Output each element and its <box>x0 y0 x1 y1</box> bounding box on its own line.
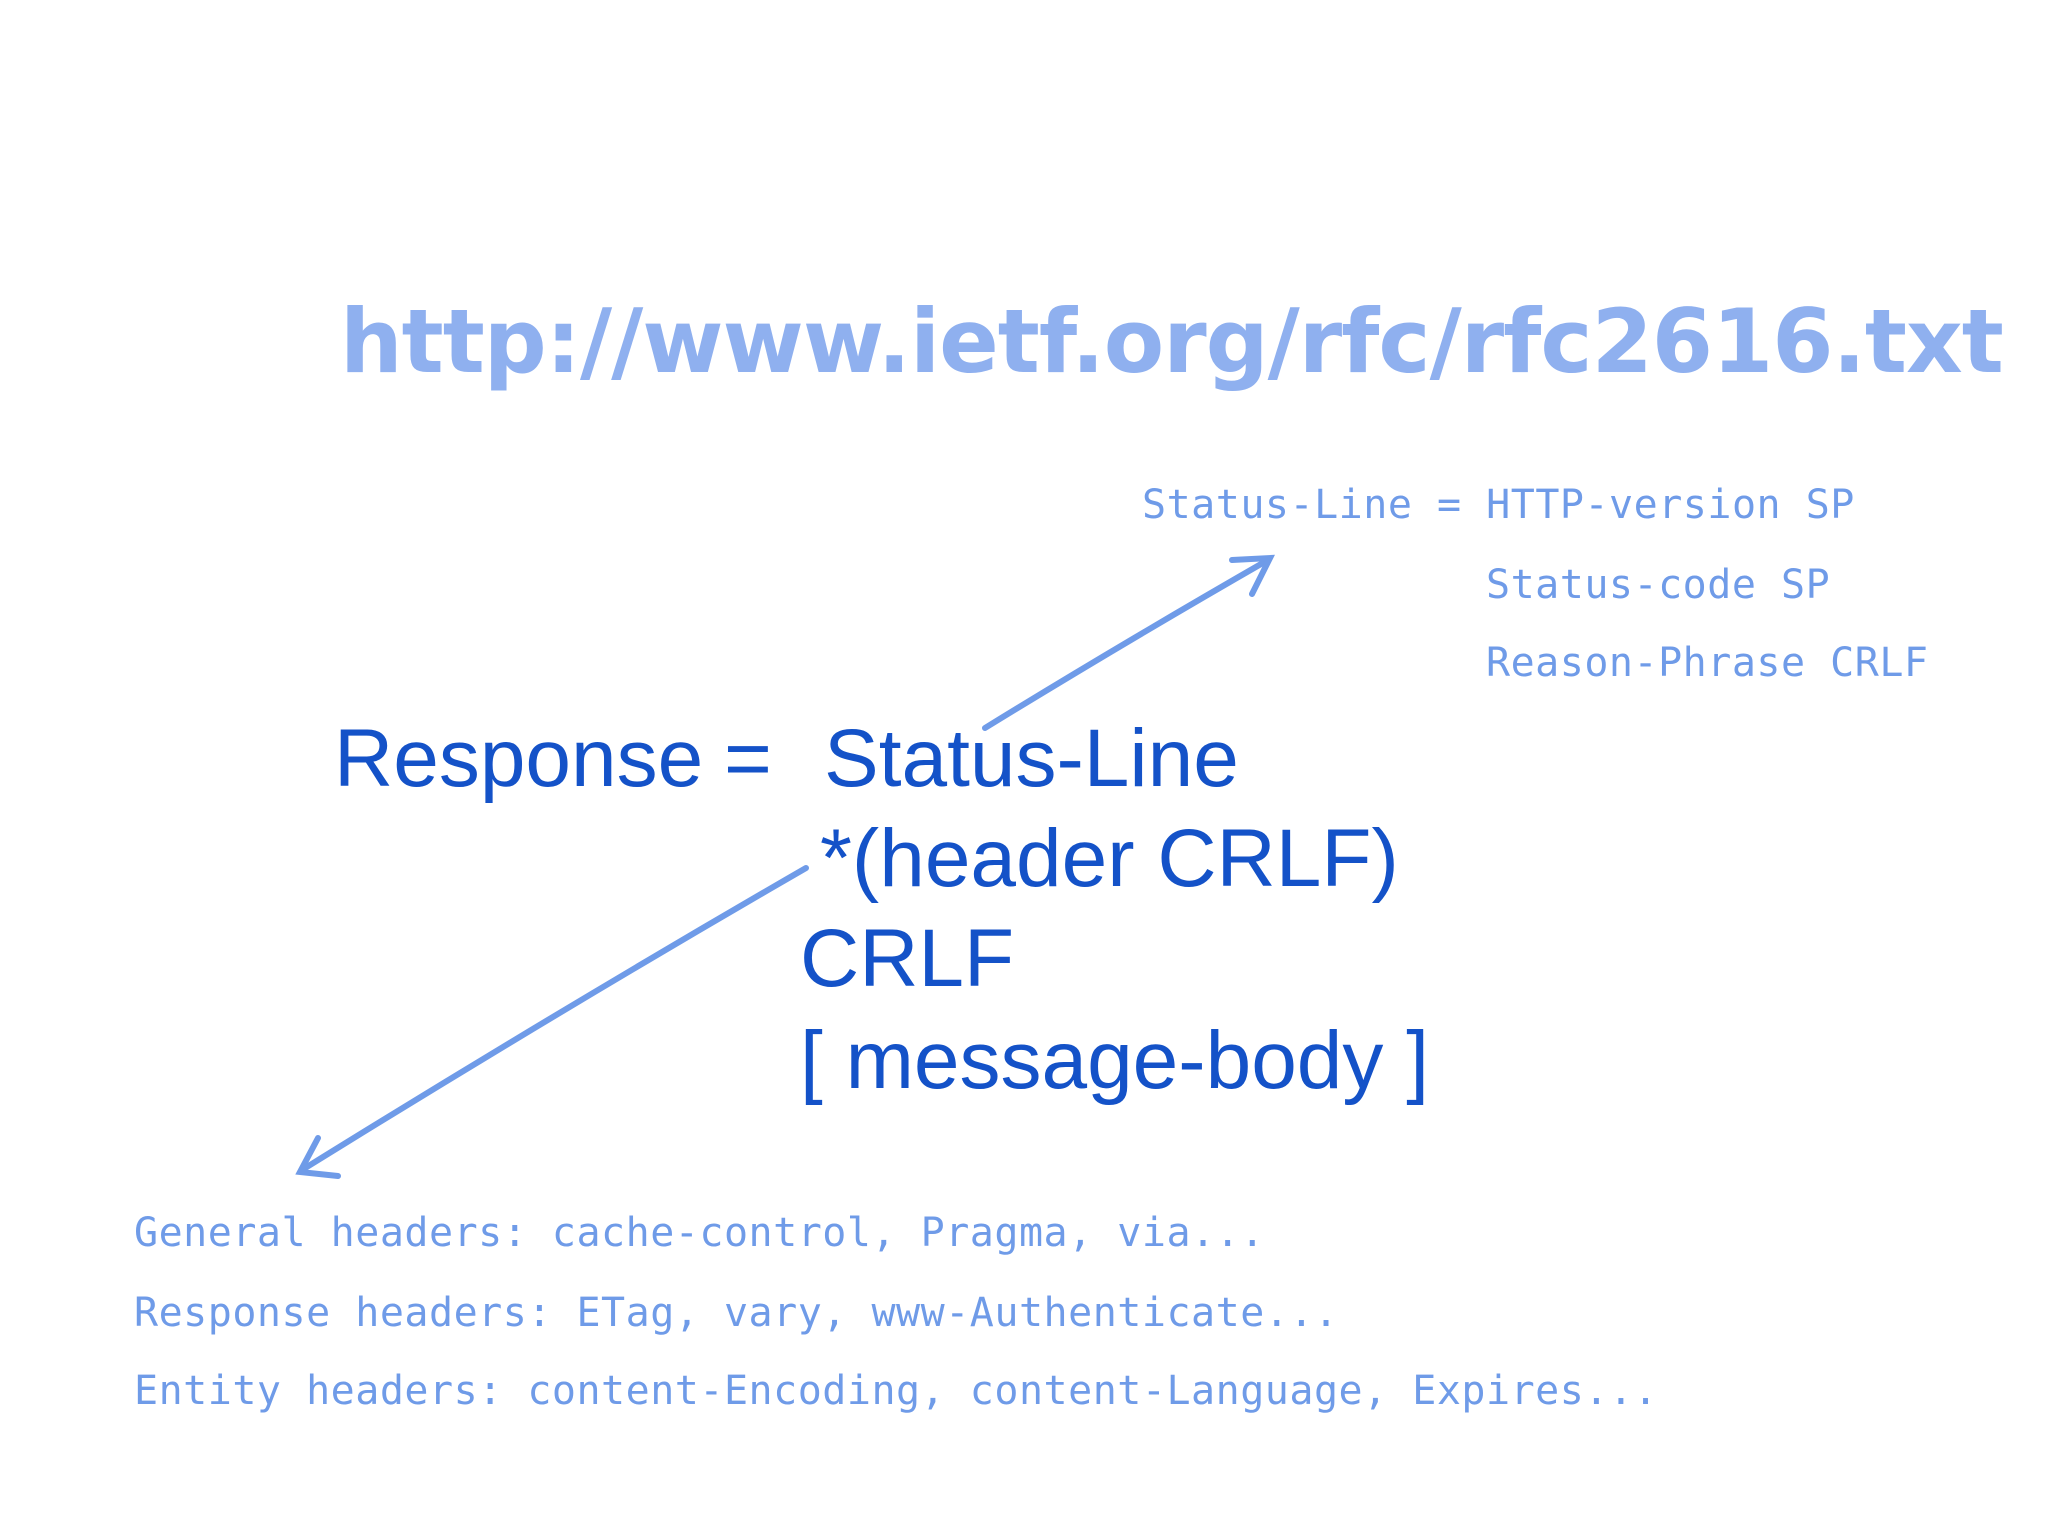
entity-headers-note: Entity headers: content-Encoding, conten… <box>134 1368 1659 1414</box>
response-header-crlf: *(header CRLF) <box>820 813 1399 904</box>
status-line-def-line1: Status-Line = HTTP-version SP <box>1142 482 1855 528</box>
status-line-def-line2: Status-code SP <box>1486 562 1831 608</box>
response-headers-note: Response headers: ETag, vary, www-Authen… <box>134 1290 1339 1336</box>
response-crlf: CRLF <box>800 913 1015 1004</box>
rfc-url: http://www.ietf.org/rfc/rfc2616.txt <box>340 290 2004 393</box>
arrow-to-status-line-def <box>982 554 1275 731</box>
response-message-body: [ message-body ] <box>800 1015 1429 1106</box>
arrow-to-headers-notes <box>295 865 809 1179</box>
status-line-def-line3: Reason-Phrase CRLF <box>1486 640 1929 686</box>
response-lhs: Response <box>334 713 704 804</box>
response-status-line: Status-Line <box>824 713 1239 804</box>
response-equals: = <box>724 713 772 804</box>
general-headers-note: General headers: cache-control, Pragma, … <box>134 1210 1265 1256</box>
